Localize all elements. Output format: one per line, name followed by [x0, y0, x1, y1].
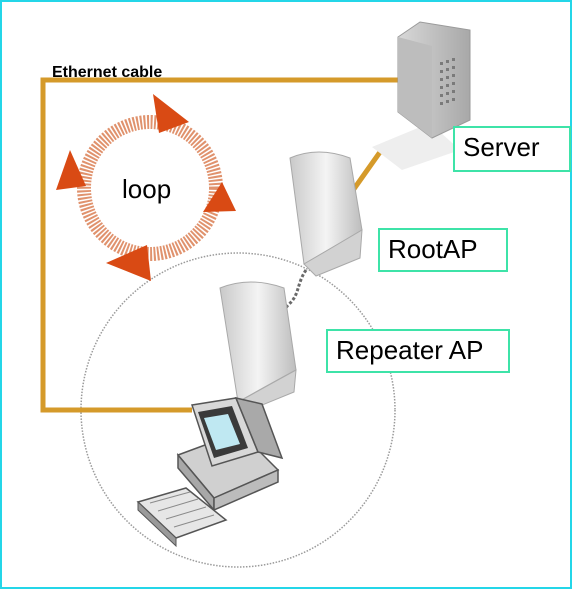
root-ap-label: RootAP — [378, 228, 508, 272]
computer-icon — [136, 396, 284, 548]
loop-arrow-head-top — [153, 94, 189, 133]
loop-arrow-head-bottom — [106, 245, 151, 281]
loop-arrow-head-left — [56, 150, 86, 190]
ethernet-cable-label: Ethernet cable — [52, 64, 163, 81]
root-ap-icon — [289, 151, 363, 277]
server-label: Server — [453, 126, 571, 172]
ethernet-cable — [40, 77, 402, 413]
loop-arrows — [56, 94, 236, 281]
loop-label: loop — [122, 174, 172, 204]
server-icon — [372, 21, 471, 170]
loop-arrow-head-right — [203, 182, 236, 212]
repeater-ap-icon — [219, 281, 297, 411]
repeater-ap-label: Repeater AP — [326, 329, 510, 373]
